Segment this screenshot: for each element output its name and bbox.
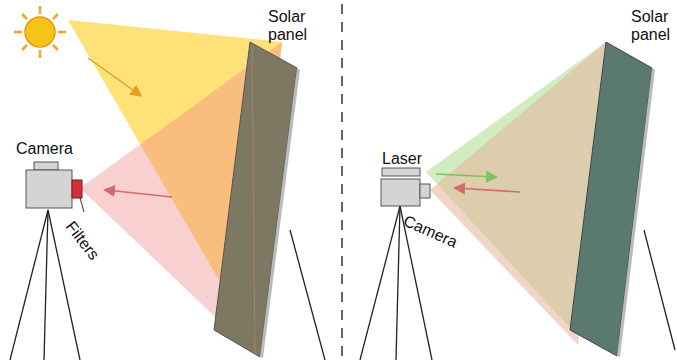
divider: [341, 4, 343, 360]
laser-label: Laser: [382, 150, 422, 168]
camera-laser: [360, 168, 432, 360]
panel-label: Solar panel: [631, 8, 675, 44]
camera-label: Camera: [16, 140, 73, 158]
camera-label: Camera: [401, 212, 460, 252]
solar-panel: [570, 42, 675, 357]
filter-label: Filters: [62, 218, 103, 263]
camera: [10, 162, 84, 360]
sun-icon: [14, 6, 66, 58]
light-arrow: [106, 190, 172, 197]
light-arrow: [456, 188, 520, 192]
solar-panel: [214, 42, 325, 360]
light-arrow: [88, 58, 140, 95]
panel-label: Solar panel: [268, 8, 316, 44]
light-arrow: [436, 174, 495, 177]
